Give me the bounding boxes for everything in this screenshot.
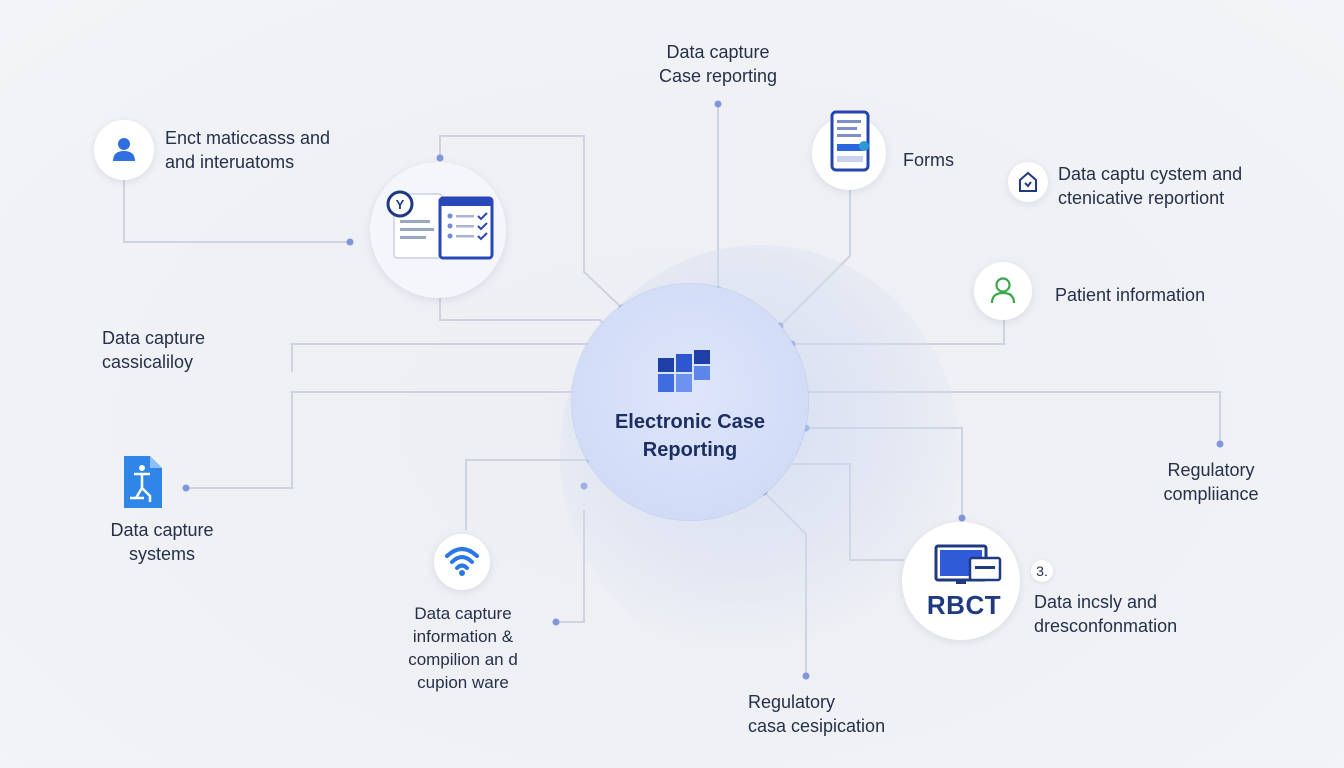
- patient-node[interactable]: [974, 262, 1032, 320]
- monitor-icon: [934, 544, 1002, 584]
- hub-circle[interactable]: [572, 284, 808, 520]
- node-top-left-line1: Enct maticcasss and: [165, 128, 331, 148]
- node-rbct-line1: Data incsly and: [1034, 592, 1158, 612]
- connector-wifi-b: [465, 459, 590, 530]
- user-outline-icon: [990, 277, 1016, 304]
- node-rbct-label: Data incsly and dresconfonmation: [1034, 590, 1177, 638]
- node-left-mid-line1: Data capture: [102, 328, 206, 348]
- hub-title: Electronic Case Reporting: [590, 408, 790, 464]
- wifi-node[interactable]: [434, 534, 490, 590]
- node-bottom-line1: Regulatory: [748, 692, 836, 712]
- node-bottom-line2: casa cesipication: [748, 716, 886, 736]
- node-left-mid-label: Data capture cassicaliloy: [102, 326, 205, 374]
- connector-doc-hub-b: [439, 296, 607, 327]
- connector-left-bottom: [186, 391, 572, 489]
- checklist-node[interactable]: Y: [370, 162, 506, 298]
- user-node[interactable]: [94, 120, 154, 180]
- node-left-mid-line2: cassicaliloy: [102, 352, 194, 372]
- connector-top-left: [123, 180, 350, 243]
- node-regulatory-right-label: Regulatory compliiance: [1146, 458, 1276, 506]
- connector-doc-hub-a: [439, 135, 623, 309]
- node-top-right-line2: ctenicative reportiont: [1058, 188, 1225, 208]
- mobile-form-icon: [830, 110, 870, 172]
- rbct-node[interactable]: [902, 522, 1020, 640]
- hub-title-line2: Reporting: [642, 439, 738, 461]
- forms-label: Forms: [903, 150, 954, 170]
- rbct-badge: 3.: [1031, 560, 1053, 582]
- node-top-left-line2: and interuatoms: [165, 152, 295, 172]
- document-person-icon[interactable]: [120, 454, 166, 510]
- connector-dot: [436, 154, 444, 162]
- node-wifi-line1: Data capture: [414, 604, 512, 623]
- wifi-icon: [445, 547, 479, 576]
- connector-dot: [552, 618, 560, 626]
- node-rbct-line2: dresconfonmation: [1034, 616, 1178, 636]
- home-shield-icon: [1019, 171, 1037, 192]
- connector-left-mid: [291, 343, 592, 372]
- checklist-document-icon: Y: [386, 190, 494, 260]
- connector-dot: [714, 100, 722, 108]
- connector-dot: [958, 514, 966, 522]
- connector-dot: [802, 672, 810, 680]
- node-bottom-label: Regulatory casa cesipication: [748, 690, 885, 738]
- node-wifi-line3: compilion an d: [408, 650, 518, 669]
- node-regulatory-right-line2: compliiance: [1163, 484, 1259, 504]
- node-wifi-label: Data capture information & compilion an …: [388, 602, 538, 694]
- node-top-right-line1: Data captu cystem and: [1058, 164, 1243, 184]
- connector-dot: [1216, 440, 1224, 448]
- grid-logo-icon: [658, 350, 710, 392]
- hub-title-line1: Electronic Case: [614, 411, 766, 433]
- node-top-center-line1: Data capture: [666, 42, 770, 62]
- svg-text:Y: Y: [396, 197, 405, 212]
- user-icon: [113, 138, 135, 161]
- node-left-bottom-label: Data capture systems: [96, 518, 228, 566]
- node-regulatory-right-line1: Regulatory: [1167, 460, 1255, 480]
- node-top-left-label: Enct maticcasss and and interuatoms: [165, 126, 330, 174]
- node-top-center-line2: Case reporting: [658, 66, 778, 86]
- patient-label: Patient information: [1055, 285, 1206, 305]
- node-wifi-line4: cupion ware: [417, 673, 509, 692]
- connector-dot: [182, 484, 190, 492]
- forms-node[interactable]: [812, 110, 886, 190]
- node-top-right-label: Data captu cystem and ctenicative report…: [1058, 162, 1242, 210]
- node-top-center-label: Data capture Case reporting: [630, 40, 806, 88]
- node-left-bottom-line2: systems: [128, 544, 195, 564]
- node-left-bottom-line1: Data capture: [110, 520, 214, 540]
- home-shield-node[interactable]: [1008, 162, 1048, 202]
- node-wifi-line2: information &: [412, 627, 514, 646]
- rbct-title: RBCT: [926, 590, 1002, 620]
- connector-dot: [346, 238, 354, 246]
